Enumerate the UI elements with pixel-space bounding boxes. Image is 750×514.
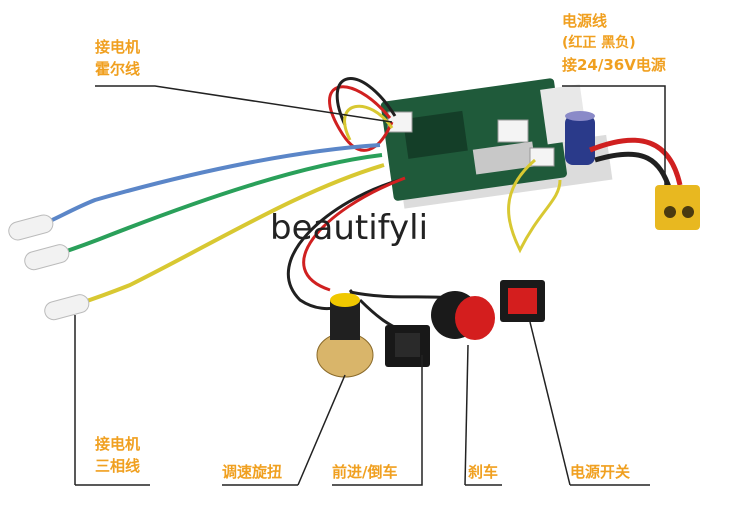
forward-reverse-switch	[385, 325, 430, 367]
switch-connector	[529, 147, 555, 167]
leader-power-switch	[529, 321, 571, 486]
hall-wire-black	[335, 77, 397, 126]
power-wire-red	[589, 137, 683, 186]
brake-button	[431, 291, 495, 340]
phase-wire-yellow	[74, 163, 385, 307]
label-speed-knob: 调速旋扭	[222, 463, 283, 481]
phase-connector	[497, 119, 529, 143]
label-motor-hall: 接电机 霍尔线	[95, 36, 140, 80]
label-power-line-3: 接24/36V电源	[562, 56, 666, 74]
phase-terminal-green	[24, 244, 70, 271]
leader-lines	[74, 85, 666, 486]
power-wire-black	[594, 151, 673, 191]
label-motor-phase: 接电机 三相线	[95, 433, 140, 477]
label-power-line: 电源线 (红正 黑负) 接24/36V电源	[562, 10, 666, 76]
phase-wire-blue	[39, 143, 381, 227]
label-brake: 刹车	[468, 463, 499, 481]
phase-terminal-yellow	[44, 294, 90, 321]
phase-terminal-blue	[8, 214, 54, 241]
speed-knob-potentiometer	[316, 293, 374, 378]
leader-reverse	[332, 355, 423, 486]
xt60-connector	[655, 185, 700, 230]
circuit-board	[380, 78, 588, 201]
leader-knob	[297, 374, 346, 486]
label-power-switch: 电源开关	[570, 463, 631, 481]
label-motor-phase-line1: 接电机	[95, 435, 141, 453]
label-power-line-1: 电源线	[562, 12, 608, 30]
power-rocker-switch	[500, 280, 545, 322]
leader-hall	[95, 85, 393, 123]
leader-brake	[464, 344, 469, 486]
phase-wire-green	[54, 153, 383, 257]
control-wire-red	[302, 176, 406, 292]
label-forward-reverse: 前进/倒车	[332, 463, 398, 481]
capacitor	[565, 111, 595, 165]
label-motor-hall-line2: 霍尔线	[95, 60, 141, 78]
leader-power	[562, 85, 666, 185]
hall-wire-yellow	[343, 104, 394, 141]
watermark: beautifyli	[270, 208, 429, 248]
switch-wire-yellow	[507, 158, 562, 254]
label-motor-hall-line1: 接电机	[95, 38, 141, 56]
label-power-line-2: (红正 黑负)	[562, 35, 636, 51]
brake-wire-black	[349, 290, 451, 300]
label-motor-phase-line2: 三相线	[95, 457, 141, 475]
